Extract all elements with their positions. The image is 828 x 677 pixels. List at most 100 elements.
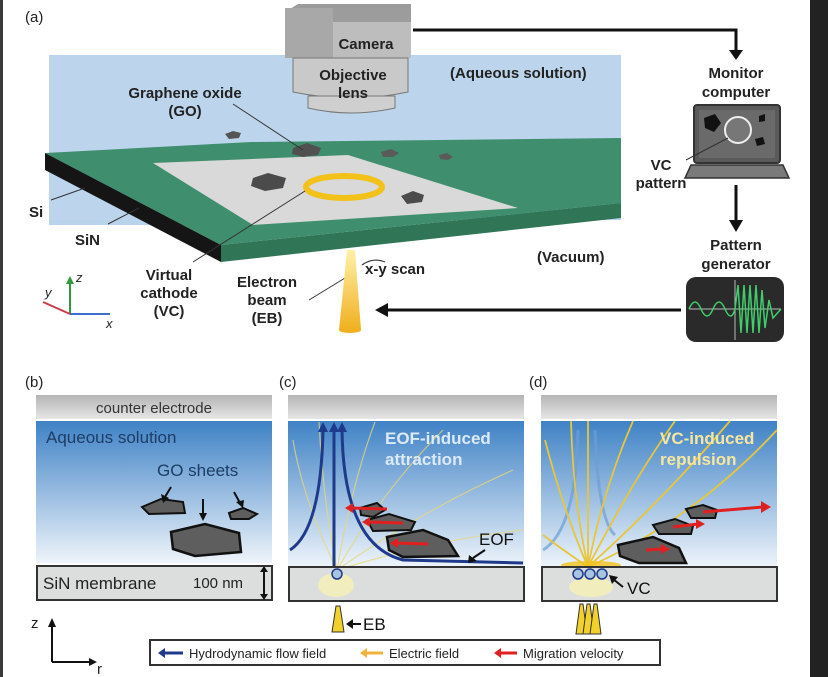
thickness-label: 100 nm (193, 575, 243, 592)
sin-membrane-label: SiN membrane (43, 574, 156, 593)
vc-label-3: (VC) (154, 303, 185, 320)
go-sheet (684, 503, 719, 519)
si-edge (45, 153, 221, 262)
left-border (0, 0, 3, 677)
zr-axes-icon: z r (31, 615, 102, 677)
go-sheets-label: GO sheets (157, 461, 238, 480)
title-line-2: repulsion (660, 450, 737, 469)
electron-icon (584, 568, 596, 580)
vc-pattern-label-2: pattern (636, 175, 687, 192)
go-label-1: Graphene oxide (128, 85, 241, 102)
electric-field-lines (292, 421, 524, 571)
migration-arrows (645, 505, 764, 552)
go-flake (439, 153, 453, 160)
title-line-2: attraction (385, 450, 462, 469)
aqueous-solution-label: Aqueous solution (46, 428, 176, 447)
panel-b: (b) counter electrode Aqueous solution G… (25, 374, 273, 677)
right-border (810, 0, 828, 677)
electron-icon (596, 568, 608, 580)
svg-text:Hydrodynamic flow field: Hydrodynamic flow field (189, 646, 326, 661)
objective-label-1: Objective (319, 67, 387, 84)
aqueous-label: (Aqueous solution) (450, 65, 587, 82)
objective-label-2: lens (338, 85, 368, 102)
vc-pointer-icon (609, 575, 618, 584)
go-sheet (140, 497, 187, 516)
substrate-front (221, 203, 621, 262)
electron-icon (331, 568, 343, 580)
hydrodynamic-flow-lines (289, 427, 524, 570)
svg-text:Migration velocity: Migration velocity (523, 646, 624, 661)
panel-d: (d) VC-induced repulsion (529, 374, 778, 635)
pattern-gen-label-1: Pattern (710, 237, 762, 254)
counter-electrode (541, 395, 777, 419)
vc-label-2: cathode (140, 285, 198, 302)
eb-label-3: (EB) (252, 310, 283, 327)
camera-label: Camera (338, 36, 394, 53)
go-flake (292, 143, 321, 157)
go-flake (251, 173, 286, 191)
vc-label: VC (627, 579, 651, 598)
vc-pattern-label-1: VC (651, 157, 672, 174)
settle-arrow-icon (161, 494, 169, 503)
svg-text:z: z (75, 270, 83, 285)
counter-electrode-label: counter electrode (96, 400, 212, 417)
panel-b-label: (b) (25, 374, 43, 391)
figure-svg: (a) Camera Objective lens (Aqueous so (25, 4, 791, 677)
hydrodynamic-flow-lines (542, 429, 617, 552)
panel-a: (a) Camera Objective lens (Aqueous so (25, 4, 791, 342)
migration-arrows (350, 506, 429, 546)
scan-arrow-icon (361, 259, 386, 266)
go-sheet (227, 506, 260, 520)
go-label-2: (GO) (168, 103, 201, 120)
go-sheet (169, 522, 243, 558)
legend-item-flow: Hydrodynamic flow field (158, 646, 326, 661)
legend-item-electric: Electric field (360, 646, 459, 661)
oscilloscope-icon (686, 277, 784, 342)
migration-arrow-icon (494, 648, 501, 658)
electron-beam (331, 605, 345, 633)
xyz-axes-icon: z y x (42, 270, 113, 331)
eb-pointer-icon (346, 619, 353, 629)
eb-label: EB (363, 615, 386, 634)
vc-label-1: Virtual (146, 267, 192, 284)
settle-arrow-icon (236, 500, 244, 508)
electric-arrow-icon (360, 648, 367, 658)
monitor-label-1: Monitor (709, 65, 764, 82)
figure: (a) Camera Objective lens (Aqueous so (3, 0, 810, 677)
electron-beam (339, 250, 361, 330)
pattern-gen-label-2: generator (701, 256, 770, 273)
svg-text:x: x (105, 316, 113, 331)
settle-arrow-icon (199, 513, 207, 521)
counter-electrode (36, 395, 272, 419)
panel-c: (c) EOF-induced attraction (279, 374, 525, 634)
xy-scan-label: x-y scan (365, 261, 425, 278)
vacuum-label: (Vacuum) (537, 249, 605, 266)
vc-ring (303, 173, 385, 201)
title-line-1: VC-induced (660, 429, 754, 448)
svg-text:y: y (44, 285, 53, 300)
title-line-1: EOF-induced (385, 429, 491, 448)
camera-to-monitor-arrow (413, 28, 738, 50)
electron-beams (575, 603, 602, 635)
counter-electrode (288, 395, 524, 419)
monitor-computer-icon (683, 104, 791, 179)
panel-c-label: (c) (279, 374, 297, 391)
panel-a-label: (a) (25, 9, 43, 26)
control-arrow-icon (375, 303, 388, 317)
electron-icon (572, 568, 584, 580)
eof-label: EOF (479, 530, 514, 549)
eof-pointer-icon (468, 555, 477, 563)
go-flake (225, 131, 241, 139)
legend-item-migration: Migration velocity (494, 646, 624, 661)
si-label: Si (29, 204, 43, 221)
panel-d-label: (d) (529, 374, 547, 391)
svg-text:r: r (97, 661, 102, 677)
monitor-label-2: computer (702, 84, 771, 101)
go-flake (401, 191, 424, 204)
sin-membrane (36, 565, 273, 601)
eb-label-2: beam (247, 292, 286, 309)
sin-window (153, 155, 518, 225)
svg-text:Electric field: Electric field (389, 646, 459, 661)
eb-label-1: Electron (237, 274, 297, 291)
legend: Hydrodynamic flow field Electric field M… (149, 639, 661, 666)
